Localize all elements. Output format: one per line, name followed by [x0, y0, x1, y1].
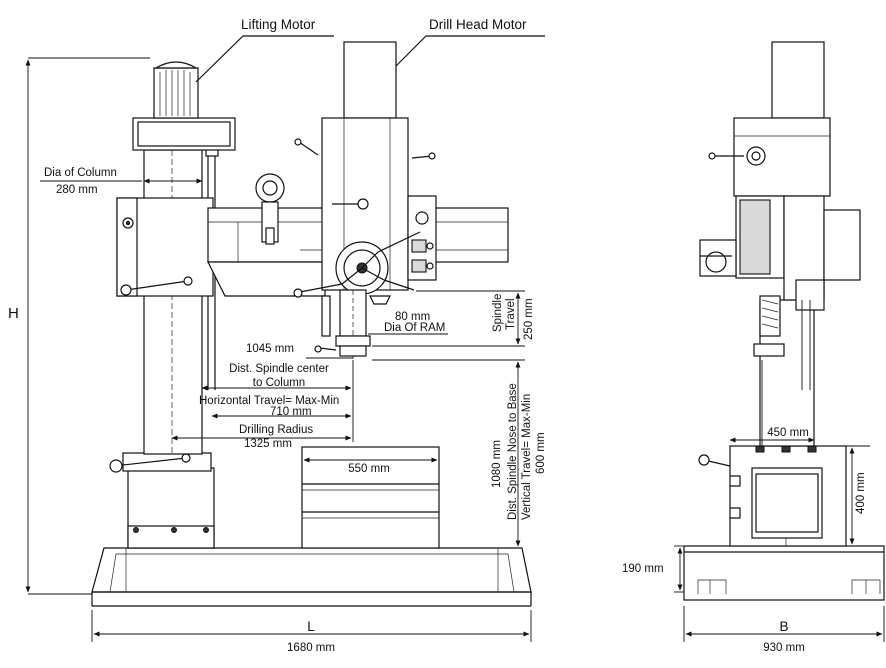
column-collar — [109, 452, 215, 549]
dia-of-column-label: Dia of Column — [44, 167, 117, 179]
spindle-travel-line2: Travel — [505, 298, 517, 330]
ram-dia-label: Dia Of RAM — [384, 322, 446, 334]
spindle-travel-value: 250 mm — [523, 298, 535, 340]
spindle-travel-line1: Spindle — [492, 293, 504, 332]
side-base — [683, 545, 885, 601]
table-width-value: 550 mm — [348, 463, 390, 475]
front-dimensions — [25, 57, 532, 642]
drill-head-motor-label: Drill Head Motor — [429, 17, 527, 32]
vertical-travel-value: 600 mm — [535, 432, 547, 474]
front-view — [25, 35, 545, 642]
front-base — [91, 547, 532, 607]
side-view — [674, 41, 885, 642]
drilling-radius-label: Drilling Radius — [239, 424, 314, 436]
work-table — [301, 446, 440, 549]
drill-head-motor-leader — [395, 35, 545, 67]
breadth-label: B — [779, 619, 789, 634]
spindle-distance-line1: Dist. Spindle center — [229, 363, 329, 375]
length-value: 1680 mm — [287, 642, 335, 654]
lifting-motor — [132, 61, 236, 151]
side-table-height-value: 400 mm — [855, 472, 867, 514]
horizontal-travel-value: 710 mm — [270, 406, 312, 418]
side-column-head — [699, 41, 861, 447]
drilling-radius-value: 1325 mm — [244, 438, 292, 450]
breadth-value: 930 mm — [763, 642, 805, 654]
vertical-travel-label: Vertical Travel= Max-Min — [521, 393, 533, 520]
nose-to-base-label: Dist. Spindle Nose to Base — [507, 383, 519, 520]
height-label: H — [8, 305, 19, 322]
length-label: L — [307, 619, 315, 634]
side-dimensions — [674, 360, 885, 642]
side-table — [698, 445, 847, 547]
dia-of-column-value: 280 mm — [56, 184, 98, 196]
spindle-distance-line2: to Column — [252, 377, 306, 389]
drill-head — [293, 41, 437, 364]
horizontal-travel-label: Horizontal Travel= Max-Min — [199, 395, 340, 407]
base-height-value: 190 mm — [622, 563, 664, 575]
nose-to-base-value: 1080 mm — [491, 440, 503, 488]
arm-sleeve — [116, 197, 214, 297]
lifting-motor-leader — [195, 35, 334, 83]
ram-dia-value: 80 mm — [395, 311, 431, 323]
column — [143, 147, 219, 455]
lifting-motor-label: Lifting Motor — [241, 17, 316, 32]
side-table-width-value: 450 mm — [767, 427, 809, 439]
spindle-distance-value: 1045 mm — [246, 343, 294, 355]
